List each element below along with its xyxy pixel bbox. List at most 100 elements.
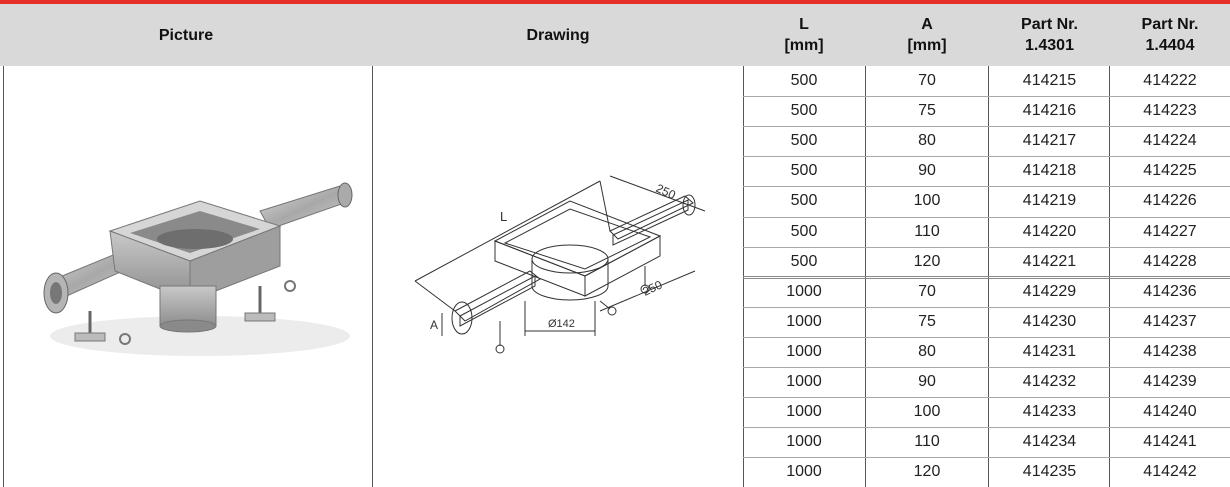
cell-height: 80 — [918, 132, 936, 150]
label-length: L — [500, 209, 507, 224]
cell-part-1-4404: 414226 — [1143, 192, 1197, 210]
cell-height: 90 — [918, 162, 936, 180]
cell-part-1-4301: 414217 — [1022, 132, 1077, 150]
cell-length: 1000 — [786, 403, 822, 421]
cell-height: 70 — [918, 282, 936, 300]
cell-part-1-4301: 414219 — [1022, 192, 1077, 210]
cell-height: 120 — [913, 463, 941, 481]
row-divider — [743, 126, 1230, 128]
cell-part-1-4301: 414230 — [1022, 312, 1077, 330]
cell-length: 500 — [790, 102, 818, 120]
cell-part-1-4404: 414240 — [1143, 403, 1197, 421]
cell-part-1-4301: 414216 — [1022, 102, 1077, 120]
header-part-1-4404: Part Nr. 1.4404 — [1141, 16, 1199, 54]
cell-part-1-4301: 414229 — [1022, 282, 1077, 300]
technical-drawing: L 250 250 A Ø142 — [400, 161, 730, 391]
table-row: 1000 90 414232 414239 — [743, 367, 1230, 397]
cell-length: 500 — [790, 132, 818, 150]
cell-length: 1000 — [786, 312, 822, 330]
table-row: 500 110 414220 414227 — [743, 217, 1230, 247]
cell-part-1-4404: 414227 — [1143, 222, 1197, 240]
row-divider — [743, 367, 1230, 368]
cell-part-1-4404: 414239 — [1143, 373, 1197, 390]
table-row: 1000 75 414230 414237 — [743, 307, 1230, 337]
cell-length: 500 — [790, 252, 818, 270]
table-row: 1000 100 414233 414240 — [743, 397, 1230, 427]
cell-part-1-4404: 414228 — [1143, 252, 1197, 270]
header-drawing: Drawing — [526, 26, 590, 44]
cell-part-1-4404: 414222 — [1143, 72, 1197, 89]
cell-part-1-4301: 414231 — [1022, 342, 1077, 360]
cell-height: 100 — [913, 403, 941, 421]
cell-length: 500 — [790, 162, 818, 180]
cell-part-1-4301: 414218 — [1022, 162, 1077, 180]
table-row: 500 100 414219 414226 — [743, 186, 1230, 216]
table-row: 500 80 414217 414224 — [743, 126, 1230, 156]
table-row: 1000 110 414234 414241 — [743, 427, 1230, 457]
cell-length: 1000 — [786, 282, 822, 300]
cell-part-1-4301: 414220 — [1022, 222, 1077, 240]
cell-height: 110 — [914, 433, 940, 451]
cell-length: 1000 — [786, 433, 822, 451]
cell-part-1-4404: 414241 — [1143, 433, 1197, 451]
row-divider — [743, 216, 1230, 218]
cell-length: 500 — [790, 222, 818, 240]
table-row: 500 70 414215 414222 — [743, 66, 1230, 96]
row-divider — [743, 186, 1230, 188]
label-height: A — [430, 318, 438, 332]
cell-length: 1000 — [786, 342, 822, 360]
table-row: 500 120 414221 414228 — [743, 247, 1230, 277]
cell-part-1-4301: 414215 — [1022, 72, 1077, 89]
label-width-right: 250 — [640, 277, 664, 298]
cell-part-1-4404: 414236 — [1143, 282, 1197, 300]
row-divider — [743, 336, 1230, 338]
cell-height: 110 — [914, 222, 940, 240]
column-divider — [3, 66, 4, 487]
floor-drain-photo — [43, 182, 353, 356]
cell-part-1-4404: 414237 — [1143, 312, 1197, 330]
cell-part-1-4404: 414238 — [1143, 342, 1197, 360]
row-divider — [743, 306, 1230, 308]
cell-part-1-4301: 414221 — [1022, 252, 1077, 270]
cell-height: 75 — [918, 102, 936, 120]
table-header: Picture Drawing L [mm] A [mm] Part Nr. 1… — [0, 4, 1230, 66]
table-row: 500 75 414216 414223 — [743, 96, 1230, 126]
product-picture — [20, 161, 370, 371]
label-width-top: 250 — [654, 181, 678, 202]
cell-height: 75 — [918, 312, 936, 330]
row-divider — [743, 246, 1230, 248]
header-part-1-4301: Part Nr. 1.4301 — [1021, 16, 1078, 54]
header-height: A [mm] — [907, 16, 947, 54]
header-length: L [mm] — [784, 16, 824, 54]
cell-height: 80 — [918, 342, 936, 360]
table-body: L 250 250 A Ø142 500 70 414215 414222 500 75 4… — [0, 66, 1230, 487]
row-divider — [743, 427, 1230, 429]
cell-length: 500 — [790, 72, 818, 89]
dimension-drawing: L 250 250 A Ø142 — [414, 175, 706, 354]
table-row: 1000 80 414231 414238 — [743, 337, 1230, 367]
cell-part-1-4404: 414223 — [1143, 102, 1197, 120]
cell-height: 70 — [918, 72, 936, 89]
cell-height: 90 — [918, 373, 936, 390]
cell-length: 1000 — [786, 463, 822, 481]
cell-part-1-4301: 414232 — [1022, 373, 1077, 390]
cell-part-1-4301: 414234 — [1022, 433, 1077, 451]
label-diameter: Ø142 — [548, 318, 575, 330]
table-row: 1000 120 414235 414242 — [743, 457, 1230, 487]
cell-part-1-4404: 414224 — [1143, 132, 1197, 150]
table-row: 1000 70 414229 414236 — [743, 277, 1230, 307]
cell-height: 100 — [913, 192, 941, 210]
cell-part-1-4404: 414225 — [1143, 162, 1197, 180]
row-divider — [743, 275, 1230, 279]
header-picture: Picture — [158, 26, 214, 44]
cell-length: 500 — [790, 192, 818, 210]
row-divider — [743, 457, 1230, 459]
cell-part-1-4301: 414235 — [1022, 463, 1077, 481]
table-row: 500 90 414218 414225 — [743, 156, 1230, 186]
row-divider — [743, 397, 1230, 399]
cell-length: 1000 — [786, 373, 822, 390]
cell-part-1-4404: 414242 — [1143, 463, 1197, 481]
accent-bar — [0, 0, 1230, 4]
cell-height: 120 — [913, 252, 941, 270]
cell-part-1-4301: 414233 — [1022, 403, 1077, 421]
